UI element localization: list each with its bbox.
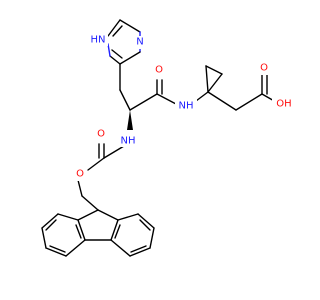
bond [109, 55, 121, 65]
bond [65, 239, 86, 257]
bond [75, 224, 82, 239]
bond [195, 91, 209, 102]
stereo-wedge [127, 110, 133, 130]
bond [107, 19, 121, 37]
bond [87, 157, 105, 171]
bond [112, 25, 123, 37]
bond [110, 239, 131, 257]
bond [77, 209, 99, 221]
bond [114, 224, 121, 239]
bond [103, 145, 125, 159]
bond [111, 49, 123, 59]
bond [129, 247, 151, 257]
carbamate-o-label: O [97, 129, 105, 140]
amide-o-label: O [155, 65, 163, 76]
bond [149, 227, 155, 249]
bond [77, 179, 83, 197]
carbamate-nh-label: NH [121, 136, 136, 147]
acid-oh-label: OH [276, 99, 291, 110]
bond [110, 219, 119, 241]
bond [129, 93, 158, 111]
bond [77, 219, 86, 241]
bond [207, 91, 237, 111]
bond [57, 213, 79, 221]
bond [119, 89, 131, 111]
amide-nh-label: NH [179, 101, 194, 112]
bond [41, 227, 47, 249]
bond [156, 93, 177, 105]
bond [137, 213, 155, 229]
bond [139, 219, 151, 231]
bond [119, 51, 141, 65]
molecule-structure: HN N O NH O OH O NH O [41, 19, 294, 257]
bond [49, 245, 66, 253]
bond [107, 43, 111, 57]
bond [117, 213, 139, 221]
bond [97, 209, 119, 221]
acid-o-label: O [260, 63, 268, 74]
imidazole-ring [107, 19, 141, 65]
bond [119, 19, 141, 33]
fluorene-group [41, 209, 155, 257]
imidazole-nh-label: HN [91, 35, 106, 46]
bond [207, 73, 223, 93]
atom-labels: HN N O NH O OH O NH O [74, 33, 294, 181]
imidazole-n-label: N [136, 37, 143, 48]
bond [205, 65, 223, 75]
bond [130, 245, 147, 253]
bond [41, 213, 59, 229]
bond [45, 219, 57, 231]
bond [205, 65, 209, 93]
ether-o-label: O [76, 169, 84, 180]
bond [45, 247, 67, 257]
bond [81, 195, 99, 211]
bond [235, 93, 263, 111]
